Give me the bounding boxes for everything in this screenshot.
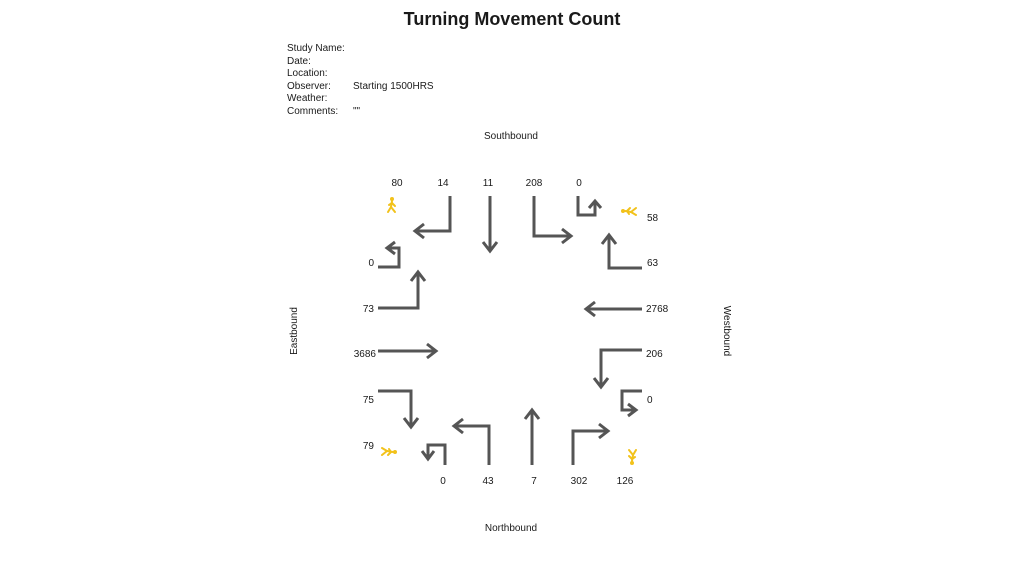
wb-uturn-count: 0 [647, 395, 653, 406]
nb-through-count: 7 [531, 476, 537, 487]
eb-left-turn-arrow [378, 269, 427, 310]
wb-through-count: 2768 [646, 304, 669, 315]
wb-uturn-arrow [620, 389, 642, 418]
nb-left-count: 43 [482, 476, 494, 487]
eb-right-count: 75 [363, 395, 375, 406]
eb-pedestrian-count: 79 [363, 441, 375, 452]
nb-left-turn-arrow [451, 417, 491, 465]
sb-uturn-count: 0 [576, 178, 582, 189]
date-label: Date: [287, 55, 311, 67]
observer-value: Starting 1500HRS [353, 80, 434, 92]
eb-through-arrow [378, 342, 439, 360]
wb-left-turn-arrow [592, 348, 642, 390]
study-name-label: Study Name: [287, 43, 345, 54]
comments-label: Comments: [287, 105, 339, 117]
sb-uturn-arrow [576, 196, 603, 217]
sb-through-arrow [481, 196, 499, 254]
wb-right-count: 63 [647, 258, 659, 269]
sb-right-turn-arrow [412, 196, 452, 240]
wb-pedestrian-count: 58 [647, 213, 659, 224]
sb-left-count: 208 [526, 178, 543, 189]
eb-left-count: 73 [363, 304, 375, 315]
comments-value: "" [353, 105, 361, 117]
sb-left-turn-arrow [532, 196, 574, 245]
eb-right-turn-arrow [378, 389, 420, 430]
wb-through-arrow [583, 300, 642, 318]
southbound-label: Southbound [484, 131, 538, 142]
nb-uturn-count: 0 [440, 476, 446, 487]
sb-through-count: 11 [483, 178, 494, 189]
location-label: Location: [287, 68, 328, 80]
pedestrian-icon [620, 207, 637, 216]
sb-pedestrian-count: 80 [391, 178, 403, 189]
wb-left-count: 206 [646, 349, 663, 360]
nb-uturn-arrow [420, 443, 447, 465]
eb-through-count: 3686 [354, 349, 377, 360]
sb-right-count: 14 [437, 178, 449, 189]
westbound-label: Westbound [721, 306, 732, 356]
pedestrian-icon [381, 447, 398, 456]
wb-right-turn-arrow [600, 232, 642, 270]
nb-through-arrow [523, 407, 541, 465]
eastbound-label: Eastbound [289, 307, 300, 355]
pedestrian-icon [387, 196, 396, 213]
eb-uturn-arrow [378, 240, 401, 269]
northbound-label: Northbound [485, 523, 537, 534]
nb-pedestrian-count: 126 [617, 476, 634, 487]
pedestrian-icon [628, 449, 637, 466]
weather-label: Weather: [287, 93, 328, 105]
eb-uturn-count: 0 [368, 258, 374, 269]
nb-right-turn-arrow [571, 422, 611, 465]
observer-label: Observer: [287, 80, 331, 92]
page-title: Turning Movement Count [403, 9, 621, 29]
nb-right-count: 302 [571, 476, 588, 487]
